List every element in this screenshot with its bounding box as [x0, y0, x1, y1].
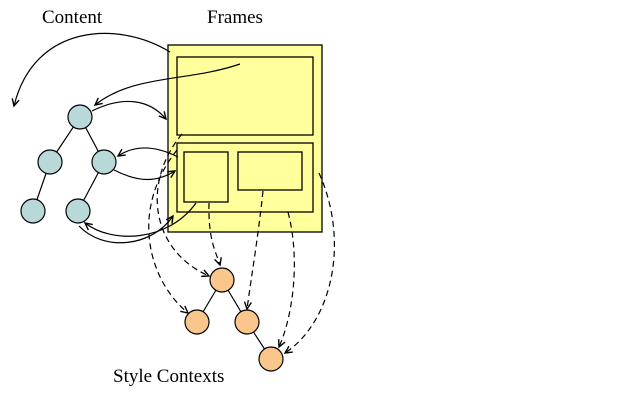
solid-arrow-content-root-to-frame	[91, 100, 168, 121]
solid-arrow-content-to-frame	[113, 169, 177, 180]
solid-arrow-frame-to-content-root	[93, 63, 241, 106]
content-node	[37, 149, 63, 175]
dashed-arrow-frame-to-style	[277, 211, 295, 349]
dashed-arrow-frame-to-style	[208, 202, 222, 267]
style-context-node	[258, 346, 284, 372]
content-node	[65, 198, 91, 224]
solid-arrow-frame-to-content	[83, 202, 197, 237]
dashed-arrow-frame-to-style	[243, 190, 264, 311]
style-context-node-root	[209, 267, 235, 293]
content-frame-arrows	[11, 32, 241, 244]
content-node-root	[67, 104, 93, 130]
style-context-node	[184, 309, 210, 335]
content-tree	[20, 104, 117, 224]
dashed-arrow-frame-to-style	[148, 149, 190, 314]
style-context-tree	[184, 267, 284, 372]
solid-arrow-frame-to-content	[11, 32, 171, 108]
frame-box-top	[176, 56, 314, 136]
frame-box-inner-left	[183, 151, 229, 203]
content-node	[91, 149, 117, 175]
style-contexts-label: Style Contexts	[113, 366, 224, 387]
frame-style-context-arrows	[148, 133, 336, 354]
frames-label: Frames	[207, 7, 263, 28]
solid-arrow-content-to-frame	[78, 214, 174, 244]
dashed-arrow-frame-to-style	[156, 133, 211, 278]
content-node	[20, 198, 46, 224]
style-context-node	[234, 309, 260, 335]
frames-group	[167, 44, 323, 233]
frame-box-inner-right	[237, 151, 303, 191]
solid-arrow-frame-to-content	[116, 147, 179, 158]
content-label: Content	[42, 7, 103, 28]
